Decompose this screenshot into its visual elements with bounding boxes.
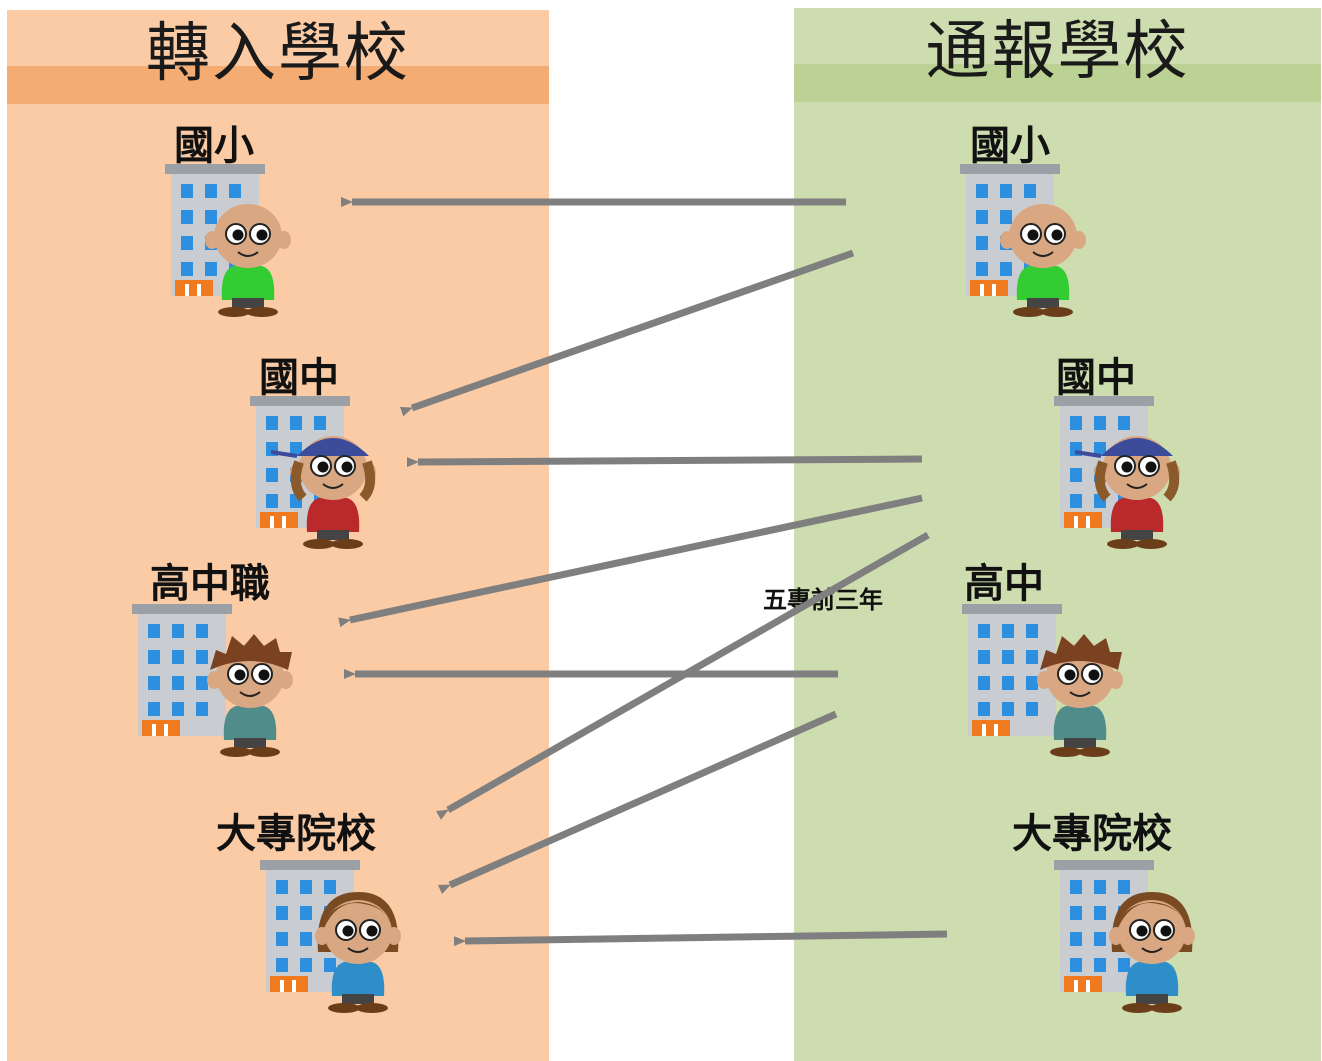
left-label-university: 大專院校: [216, 811, 376, 857]
right-university-figure-icon: [1054, 860, 1195, 1013]
five-year-junior-college-note: 五專前三年: [763, 586, 883, 614]
arrow-senior-high-to-university: [437, 710, 838, 895]
child-icon: [205, 204, 291, 317]
right-panel-header-band: [794, 64, 1321, 102]
arrow-elementary-to-junior-high: [399, 249, 855, 417]
left-junior-high-figure-icon: [250, 396, 376, 549]
left-panel-title: 轉入學校: [146, 17, 410, 91]
child-icon: [270, 436, 376, 549]
right-elementary-figure-icon: [960, 164, 1086, 317]
right-junior-high-figure-icon: [1054, 396, 1180, 549]
right-label-junior-high: 國中: [1056, 355, 1136, 401]
left-label-junior-high: 國中: [259, 355, 339, 401]
left-label-senior-high: 高中職: [150, 561, 270, 607]
left-university-figure-icon: [260, 860, 401, 1013]
building-icon: [132, 604, 232, 736]
right-panel: 通報學校: [794, 8, 1321, 1061]
child-icon: [1000, 204, 1086, 317]
arrow-junior-high-to-junior-high: [406, 455, 923, 468]
left-label-elementary: 國小: [174, 123, 254, 169]
right-senior-high-figure-icon: [962, 604, 1123, 757]
child-icon: [1109, 892, 1195, 1013]
right-label-elementary: 國小: [970, 123, 1050, 169]
right-label-university: 大專院校: [1012, 811, 1172, 857]
left-panel-header-band: [7, 66, 549, 104]
child-icon: [207, 634, 293, 757]
child-icon: [1074, 436, 1180, 549]
left-senior-high-figure-icon: [132, 604, 293, 757]
arrow-junior-high-to-senior-high: [338, 494, 923, 628]
right-panel-title: 通報學校: [925, 15, 1190, 89]
arrow-university-to-university: [453, 930, 948, 947]
right-label-senior-high: 高中: [964, 561, 1044, 607]
child-icon: [315, 892, 401, 1013]
left-elementary-figure-icon: [165, 164, 291, 317]
child-icon: [1037, 634, 1123, 757]
